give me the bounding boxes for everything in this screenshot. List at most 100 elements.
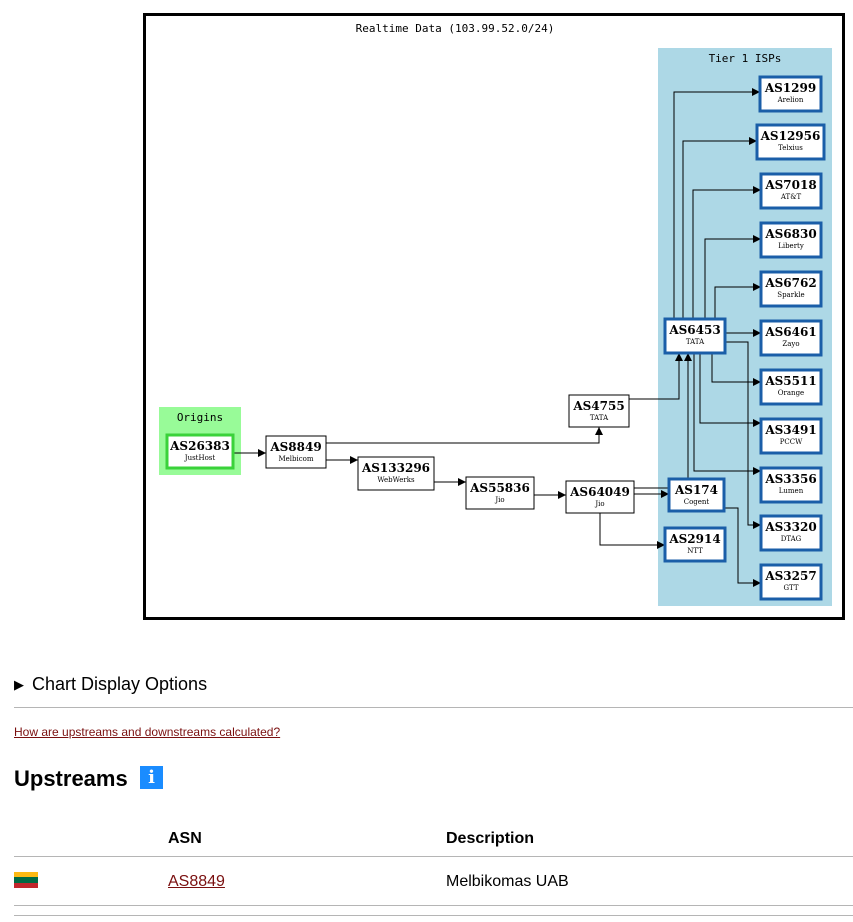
node-asn: AS5511 xyxy=(764,374,816,388)
node-name: PCCW xyxy=(780,438,803,446)
node-box xyxy=(568,394,630,428)
chart-display-options-toggle[interactable]: ▶ Chart Display Options xyxy=(14,674,207,695)
origins-cluster-label: Origins xyxy=(177,411,223,424)
node-asn: AS3356 xyxy=(764,472,816,486)
divider xyxy=(14,707,853,708)
edge-AS4755-AS6453 xyxy=(629,353,683,400)
node-name: Lumen xyxy=(779,487,804,495)
info-icon[interactable]: i xyxy=(140,766,163,789)
node-box xyxy=(755,123,826,161)
as-graph: Realtime Data (103.99.52.0/24) Tier 1 IS… xyxy=(143,13,845,620)
node-name: Arelion xyxy=(777,96,804,104)
node-box xyxy=(265,435,327,469)
node-box xyxy=(165,433,235,470)
node-name: TATA xyxy=(686,338,705,346)
node-name: Jio xyxy=(594,500,604,508)
tier1-cluster-label: Tier 1 ISPs xyxy=(709,52,782,65)
node-name: NTT xyxy=(687,547,703,555)
table-header-divider xyxy=(14,856,853,857)
node-name: Sparkle xyxy=(777,291,804,299)
calc-help-link[interactable]: How are upstreams and downstreams calcul… xyxy=(14,725,281,739)
lithuania-flag-icon xyxy=(14,872,38,888)
node-box xyxy=(465,476,535,510)
edge-AS6453-AS3320 xyxy=(725,341,761,529)
node-asn: AS3491 xyxy=(764,423,816,437)
node-box xyxy=(759,319,823,357)
edge-AS6453-AS3491 xyxy=(699,353,761,427)
disclosure-triangle-icon: ▶ xyxy=(14,676,24,692)
node-box xyxy=(759,563,823,601)
node-name: Cogent xyxy=(684,498,710,506)
column-header-description: Description xyxy=(446,830,535,847)
upstreams-heading: Upstreams xyxy=(14,766,128,791)
node-asn: AS12956 xyxy=(760,129,821,143)
node-box xyxy=(758,75,823,113)
table-bottom-divider xyxy=(14,915,853,916)
node-box xyxy=(759,221,823,259)
node-name: DTAG xyxy=(781,535,802,543)
column-header-asn: ASN xyxy=(168,830,202,847)
node-asn: AS3320 xyxy=(764,520,816,534)
node-asn: AS64049 xyxy=(569,485,630,499)
node-box xyxy=(759,466,823,504)
graph-title: Realtime Data (103.99.52.0/24) xyxy=(356,22,555,35)
node-name: Zayo xyxy=(782,340,799,348)
upstream-description: Melbikomas UAB xyxy=(446,873,569,890)
node-asn: AS133296 xyxy=(361,461,430,475)
edge-AS8849-AS4755 xyxy=(326,427,603,444)
node-name: Telxius xyxy=(778,144,803,152)
edge-AS6453-AS5511 xyxy=(711,353,761,386)
edge-AS174-AS3257 xyxy=(724,507,761,587)
edge-AS6453-AS12956 xyxy=(682,137,757,319)
node-asn: AS26383 xyxy=(169,439,230,453)
node-box xyxy=(759,368,823,406)
node-asn: AS6830 xyxy=(764,227,816,241)
node-asn: AS4755 xyxy=(572,399,624,413)
node-asn: AS2914 xyxy=(668,532,720,546)
edge-AS6453-AS6830 xyxy=(704,235,761,319)
row-divider xyxy=(14,905,853,906)
node-asn: AS6453 xyxy=(668,323,720,337)
node-name: Melbicom xyxy=(278,455,313,463)
node-asn: AS8849 xyxy=(269,440,321,454)
node-name: Liberty xyxy=(778,242,804,250)
node-box xyxy=(759,514,823,552)
node-box xyxy=(663,317,727,355)
node-box xyxy=(663,526,727,563)
node-name: JustHost xyxy=(184,454,216,462)
node-asn: AS3257 xyxy=(764,569,816,583)
node-name: Orange xyxy=(778,389,804,397)
node-name: Jio xyxy=(494,496,504,504)
edge-AS6453-AS3356 xyxy=(693,353,761,475)
node-box xyxy=(667,477,726,513)
node-name: WebWerks xyxy=(377,476,415,484)
upstream-asn-link[interactable]: AS8849 xyxy=(168,873,225,890)
node-asn: AS1299 xyxy=(764,81,816,95)
node-box xyxy=(759,417,823,455)
chart-display-options-label: Chart Display Options xyxy=(32,674,208,694)
edge-AS6453-AS1299 xyxy=(673,88,760,319)
node-name: GTT xyxy=(783,584,798,592)
edge-AS6453-AS6762 xyxy=(714,283,761,319)
node-box xyxy=(759,270,823,308)
